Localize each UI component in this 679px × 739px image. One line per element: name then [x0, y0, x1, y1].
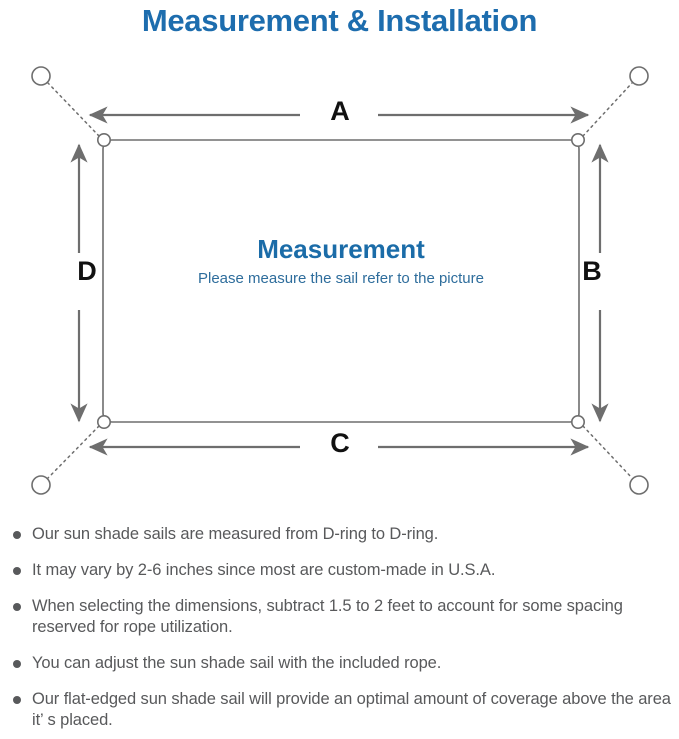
anchor-point-bottom-right [629, 475, 649, 495]
dimension-label-c: C [330, 428, 350, 458]
rope-bottom-left [47, 425, 100, 479]
bullet-icon [13, 567, 21, 575]
anchor-point-bottom-left [31, 475, 51, 495]
rope-bottom-right [582, 425, 633, 479]
dimension-label-d: D [77, 256, 97, 286]
dimension-label-a: A [330, 96, 350, 126]
note-text: When selecting the dimensions, subtract … [32, 597, 623, 636]
list-item: You can adjust the sun shade sail with t… [0, 653, 679, 674]
list-item: Our sun shade sails are measured from D-… [0, 524, 679, 545]
rope-top-left [47, 82, 100, 137]
sail-rectangle [102, 139, 580, 423]
measurement-heading: Measurement [257, 234, 425, 264]
note-text: Our flat-edged sun shade sail will provi… [32, 690, 671, 729]
measurement-subtext: Please measure the sail refer to the pic… [198, 270, 484, 287]
list-item: It may vary by 2-6 inches since most are… [0, 560, 679, 581]
page-title: Measurement & Installation [141, 3, 538, 38]
d-ring-top-left [97, 133, 112, 148]
note-text: You can adjust the sun shade sail with t… [32, 654, 442, 672]
dimension-label-b: B [582, 256, 602, 286]
list-item: Our flat-edged sun shade sail will provi… [0, 689, 679, 731]
anchor-point-top-right [629, 66, 649, 86]
d-ring-top-right [570, 133, 585, 148]
bullet-icon [13, 531, 21, 539]
bullet-icon [13, 603, 21, 611]
list-item: When selecting the dimensions, subtract … [0, 596, 679, 638]
diagram-svg [31, 66, 649, 495]
anchor-point-top-left [31, 66, 51, 86]
notes-list: Our sun shade sails are measured from D-… [0, 524, 679, 731]
d-ring-bottom-right [570, 414, 585, 429]
bullet-icon [13, 696, 21, 704]
bullet-icon [13, 660, 21, 668]
note-text: Our sun shade sails are measured from D-… [32, 525, 439, 543]
d-ring-bottom-left [97, 414, 112, 429]
shade-sail-measurement-diagram: A B C D Measurement Please measure the s… [0, 48, 679, 518]
note-text: It may vary by 2-6 inches since most are… [32, 561, 496, 579]
rope-top-right [582, 82, 633, 137]
sail-center-caption: Measurement Please measure the sail refe… [103, 233, 579, 289]
